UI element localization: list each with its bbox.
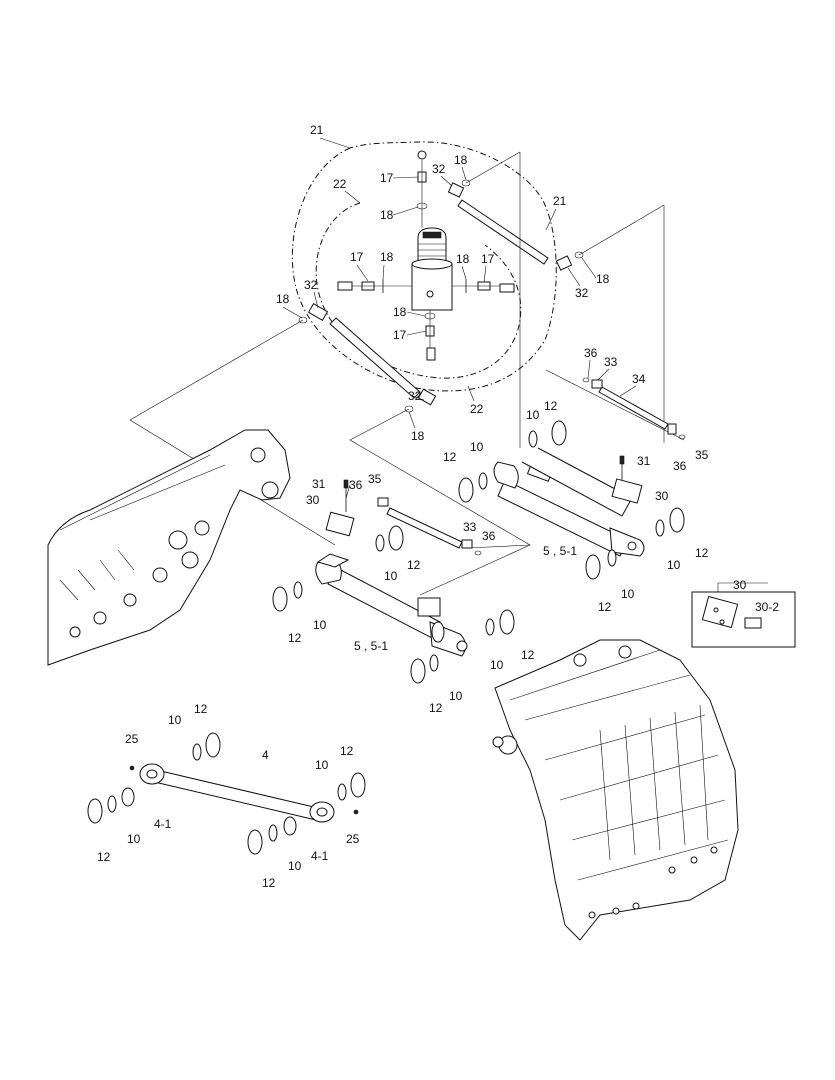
callout-10-i: 10 — [168, 713, 182, 727]
flat-washer-icon — [272, 420, 685, 684]
callout-30-a: 30 — [306, 493, 320, 507]
callout-25-a: 25 — [125, 732, 139, 746]
check-valve-block-left-icon — [325, 479, 355, 537]
bushing-icon — [87, 732, 366, 855]
callout-10-k: 10 — [127, 832, 141, 846]
callout-18-c: 18 — [380, 250, 394, 264]
callout-30-b: 30 — [655, 489, 669, 503]
callout-5-5-1-a: 5 , 5-1 — [543, 544, 577, 558]
callout-31-b: 31 — [637, 454, 651, 468]
callout-18-b: 18 — [380, 208, 394, 222]
callout-33-a: 33 — [604, 355, 618, 369]
callout-10-a: 10 — [526, 408, 540, 422]
callout-32-b: 32 — [575, 286, 589, 300]
callout-18-a: 18 — [454, 153, 468, 167]
callout-4-1-b: 4-1 — [311, 849, 329, 863]
callout-32-a: 32 — [432, 162, 446, 176]
callout-32-d: 32 — [408, 389, 422, 403]
callout-32-c: 32 — [304, 278, 318, 292]
callout-12-g: 12 — [521, 648, 535, 662]
callout-10-d: 10 — [667, 558, 681, 572]
callout-17-b: 17 — [350, 250, 364, 264]
callout-12-d: 12 — [695, 546, 709, 560]
callout-12-l: 12 — [262, 876, 276, 890]
callout-22-a: 22 — [333, 177, 347, 191]
callout-18-e: 18 — [596, 272, 610, 286]
callout-18-g: 18 — [393, 305, 407, 319]
callout-10-j: 10 — [315, 758, 329, 772]
rotary-swivel-joint-icon — [411, 227, 453, 311]
callout-5-5-1-b: 5 , 5-1 — [354, 639, 388, 653]
callout-18-f: 18 — [276, 292, 290, 306]
callout-36-b: 36 — [349, 478, 363, 492]
hydraulic-cylinder-right-icon — [493, 447, 645, 557]
callout-10-f: 10 — [313, 618, 327, 632]
callout-34: 34 — [632, 372, 646, 386]
hose-34-icon — [582, 377, 686, 440]
callout-10-g: 10 — [490, 658, 504, 672]
callout-12-b: 12 — [443, 450, 457, 464]
callout-21-b: 21 — [553, 194, 567, 208]
callout-30-2: 30-2 — [755, 600, 779, 614]
hose-21-icon — [447, 179, 584, 271]
callout-17-d: 17 — [393, 328, 407, 342]
connecting-link-icon — [139, 763, 335, 823]
o-ring-icon — [293, 430, 665, 672]
callout-30-c: 30 — [733, 578, 747, 592]
callout-12-e: 12 — [598, 600, 612, 614]
callout-12-i: 12 — [194, 702, 208, 716]
callout-17-c: 17 — [481, 252, 495, 266]
callout-36-d: 36 — [482, 529, 496, 543]
callout-36-c: 36 — [673, 459, 687, 473]
callout-21-a: 21 — [310, 123, 324, 137]
callout-17-a: 17 — [380, 171, 394, 185]
grapple-arm-left-icon — [47, 429, 291, 666]
callout-35-a: 35 — [368, 472, 382, 486]
callout-35-b: 35 — [695, 448, 709, 462]
callout-10-e: 10 — [621, 587, 635, 601]
callout-18-h: 18 — [411, 429, 425, 443]
grapple-arm-right-icon — [492, 639, 739, 941]
callout-10-h: 10 — [449, 689, 463, 703]
hydraulic-cylinder-left-icon — [315, 553, 468, 657]
callout-12-j: 12 — [340, 744, 354, 758]
hose-22-icon — [298, 302, 437, 413]
callout-leaders — [282, 137, 637, 499]
detail-box-30 — [691, 582, 796, 648]
callout-33-b: 33 — [463, 520, 477, 534]
hose-middle-icon — [377, 497, 482, 556]
callout-12-h: 12 — [429, 701, 443, 715]
check-valve-block-right-icon — [611, 455, 643, 504]
leader-lines — [129, 151, 685, 596]
callout-10-c: 10 — [384, 569, 398, 583]
callout-25-b: 25 — [346, 832, 360, 846]
callout-12-a: 12 — [544, 399, 558, 413]
callout-18-d: 18 — [456, 252, 470, 266]
hose-loop-21 — [291, 141, 557, 392]
callout-12-k: 12 — [97, 850, 111, 864]
hydraulic-fitting-icon — [337, 150, 515, 361]
callout-labels: 21 22 17 32 18 21 18 17 18 18 17 18 32 1… — [97, 123, 779, 890]
callout-12-f: 12 — [288, 631, 302, 645]
callout-10-b: 10 — [470, 440, 484, 454]
callout-22-b: 22 — [470, 402, 484, 416]
callout-10-l: 10 — [288, 859, 302, 873]
callout-4: 4 — [262, 748, 269, 762]
callout-31-a: 31 — [312, 477, 326, 491]
callout-12-c: 12 — [407, 558, 421, 572]
callout-4-1-a: 4-1 — [154, 817, 172, 831]
callout-36-a: 36 — [584, 346, 598, 360]
